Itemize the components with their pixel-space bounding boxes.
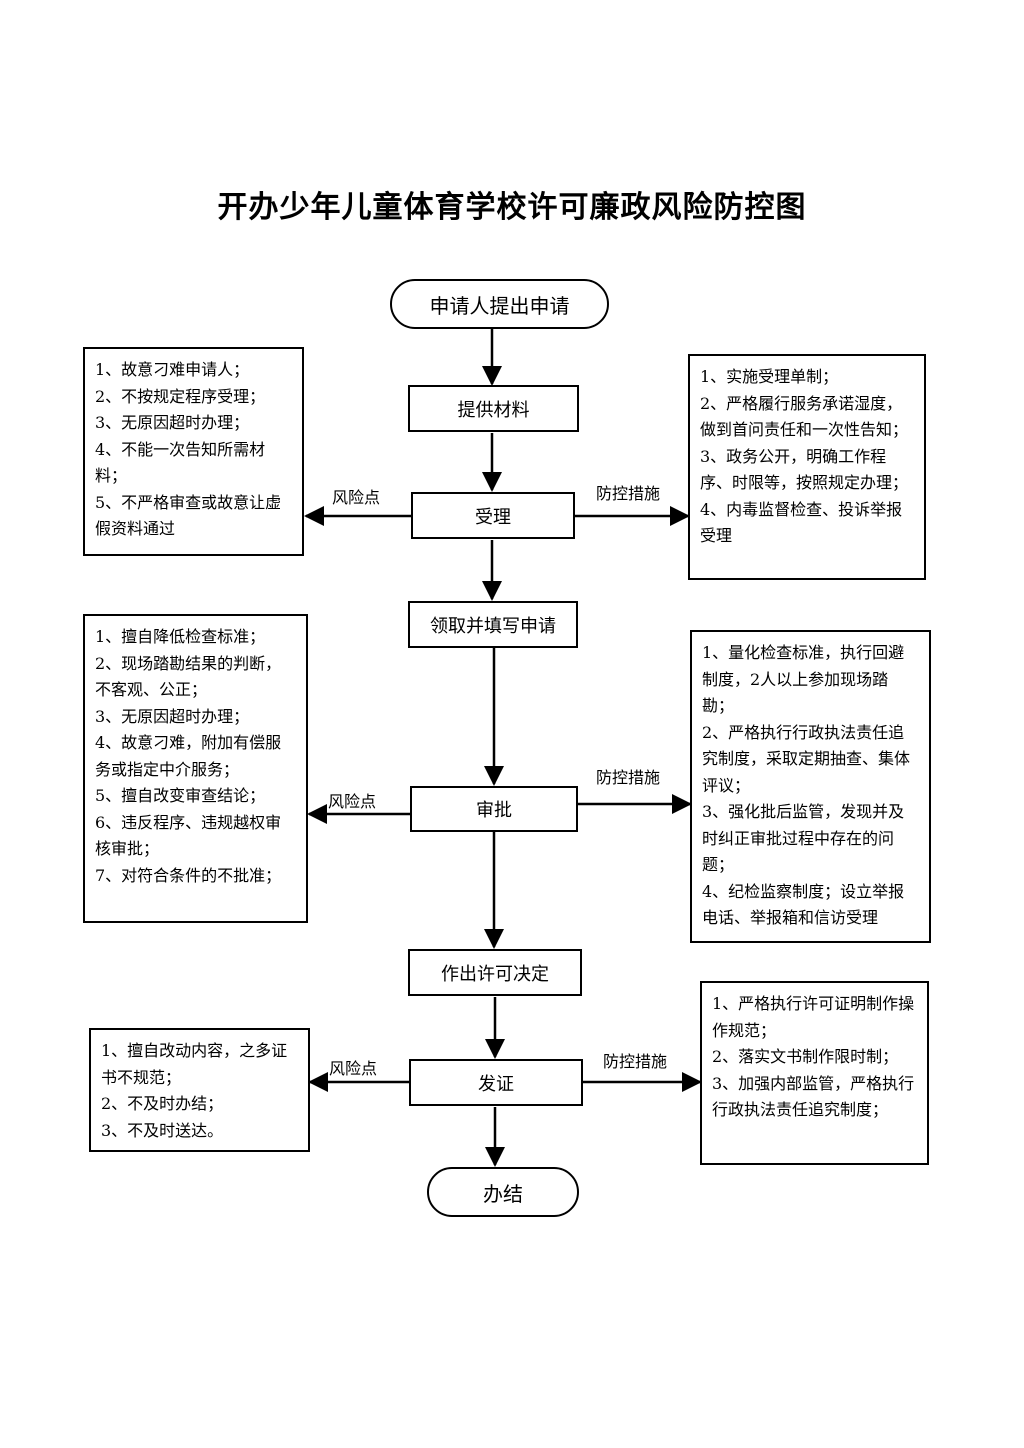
note-item: 1、实施受理单制；: [700, 367, 839, 386]
accept-risk-label: 风险点: [332, 488, 381, 507]
note-item: 2、不及时办结；: [101, 1094, 224, 1113]
accept-control-box: 1、实施受理单制； 2、严格履行服务承诺湿度，做到首问责任和一次性告知； 3、政务公…: [688, 354, 926, 580]
note-item: 2、落实文书制作限时制；: [712, 1047, 899, 1066]
note-item: 1、量化检查标准，执行回避制度，2人以上参加现场踏勘；: [702, 643, 905, 715]
note-item: 7、对符合条件的不批准；: [95, 865, 282, 885]
start-node: 申请人提出申请: [390, 279, 609, 329]
note-item: 1、故意刁难申请人；: [95, 360, 250, 379]
note-item: 1、擅自降低检查标准；: [95, 627, 266, 646]
approve-risk-box: 1、擅自降低检查标准； 2、现场踏勘结果的判断，不客观、公正； 3、无原因超时办理；…: [83, 614, 308, 923]
note-item: 3、加强内部监管，严格执行行政执法责任追究制度；: [712, 1073, 915, 1120]
decision-node: 作出许可决定: [408, 949, 582, 996]
note-item: 2、现场踏勘结果的判断，不客观、公正；: [95, 653, 282, 700]
note-item: 2、不按规定程序受理；: [95, 386, 266, 406]
approve-risk-label: 风险点: [328, 792, 377, 811]
note-item: 1、严格执行许可证明制作操作规范；: [712, 994, 915, 1040]
diagram-title: 开办少年儿童体育学校许可廉政风险防控图: [217, 190, 807, 225]
accept-risk-box: 1、故意刁难申请人； 2、不按规定程序受理； 3、无原因超时办理； 4、不能一次告知所…: [83, 347, 304, 556]
approve-control-box: 1、量化检查标准，执行回避制度，2人以上参加现场踏勘；2、严格执行行政执法责任追…: [690, 630, 931, 943]
note-item: 4、不能一次告知所需材料；: [95, 439, 266, 486]
approve-node: 审批: [410, 786, 578, 832]
note-item: 4、内毒监督检查、投诉举报受理: [700, 499, 903, 546]
collect-fill-node: 领取并填写申请: [408, 601, 578, 648]
note-item: 3、不及时送达。: [101, 1120, 224, 1140]
issue-control-box: 1、严格执行许可证明制作操作规范； 2、落实文书制作限时制； 3、加强内部监管，严格…: [700, 981, 929, 1165]
note-item: 1、擅自改动内容，之多证书不规范；: [101, 1041, 288, 1087]
end-node: 办结: [427, 1167, 579, 1217]
note-item: 4、故意刁难，附加有偿服务或指定中介服务；: [95, 733, 282, 779]
approve-control-label: 防控措施: [596, 768, 661, 787]
note-item: 4、纪检监察制度；设立举报电话、举报箱和信访受理: [702, 881, 905, 928]
note-item: 3、无原因超时办理；: [95, 413, 250, 432]
note-item: 3、政务公开，明确工作程序、时限等，按照规定办理；: [700, 446, 909, 493]
issue-risk-box: 1、擅自改动内容，之多证书不规范； 2、不及时办结； 3、不及时送达。: [89, 1028, 310, 1152]
issue-node: 发证: [409, 1059, 583, 1106]
issue-control-label: 防控措施: [603, 1052, 668, 1071]
accept-control-label: 防控措施: [596, 484, 661, 503]
note-item: 5、擅自改变审查结论；: [95, 786, 266, 805]
submit-materials-node: 提供材料: [408, 385, 579, 432]
note-item: 3、强化批后监管，发现并及时纠正审批过程中存在的问题；: [702, 802, 905, 874]
note-item: 3、无原因超时办理；: [95, 706, 250, 726]
accept-node: 受理: [411, 492, 575, 539]
note-item: 5、不严格审查或故意让虚假资料通过: [95, 492, 282, 539]
issue-risk-label: 风险点: [329, 1059, 378, 1078]
note-item: 6、违反程序、违规越权审核审批；: [95, 812, 282, 859]
note-item: 2、严格执行行政执法责任追究制度，采取定期抽查、集体评议；: [702, 722, 911, 795]
note-item: 2、严格履行服务承诺湿度，做到首问责任和一次性告知；: [700, 393, 909, 440]
